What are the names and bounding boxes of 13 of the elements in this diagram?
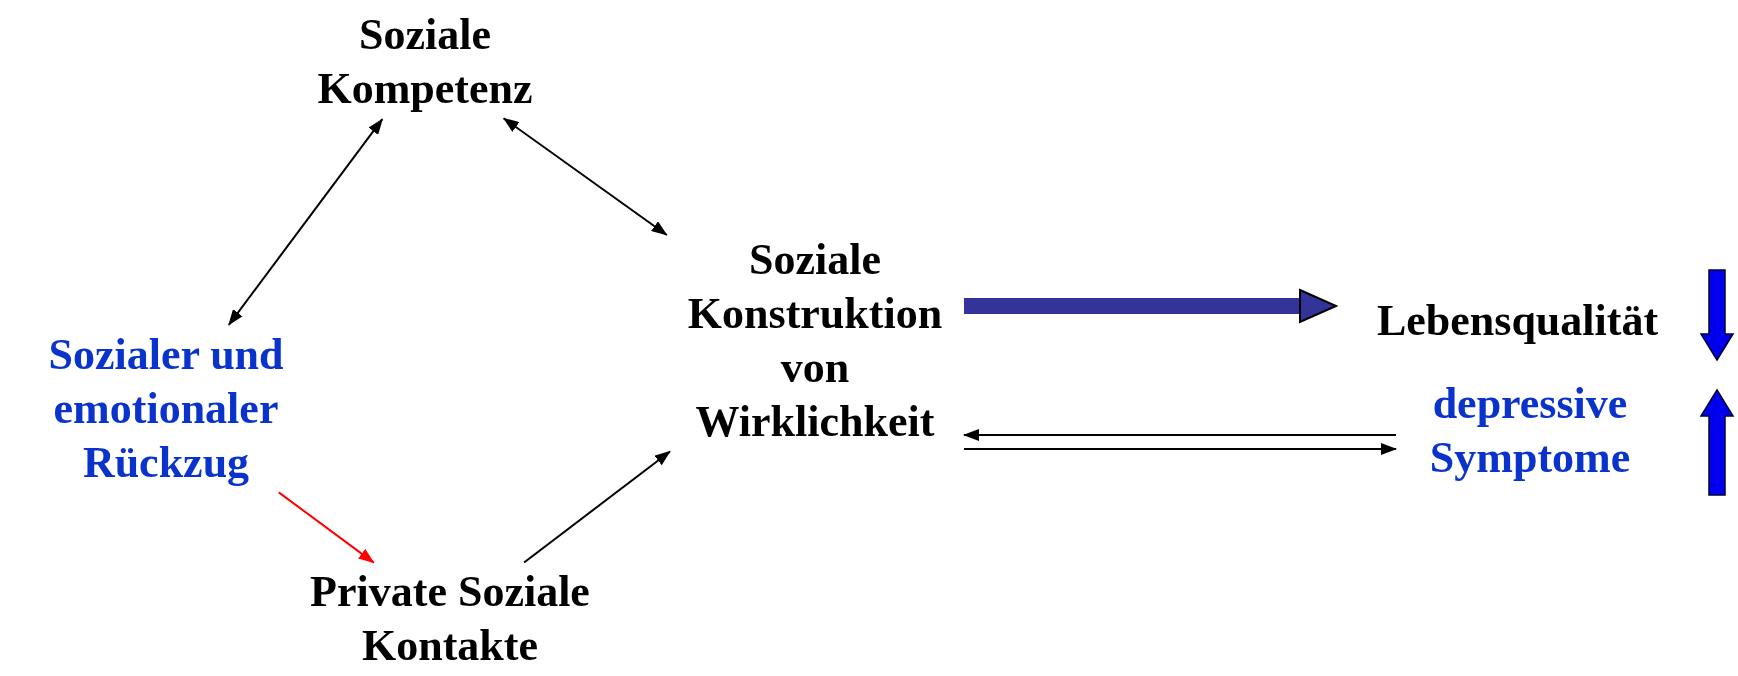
arrow xyxy=(963,429,1397,441)
arrow xyxy=(227,118,384,326)
arrow xyxy=(523,450,671,564)
concept-label: Sozialer und emotionaler Rückzug xyxy=(11,328,321,490)
concept-label: Private Soziale Kontakte xyxy=(270,565,630,673)
concept-label: Lebensqualität xyxy=(1340,294,1695,348)
concept-label: Soziale Konstruktion von Wirklichkeit xyxy=(670,233,960,449)
concept-label: Soziale Kompetenz xyxy=(290,8,560,116)
arrow xyxy=(963,443,1397,455)
arrow xyxy=(277,491,375,564)
concept-label: depressive Symptome xyxy=(1400,377,1660,485)
arrow xyxy=(502,117,668,236)
arrow xyxy=(964,289,1337,323)
